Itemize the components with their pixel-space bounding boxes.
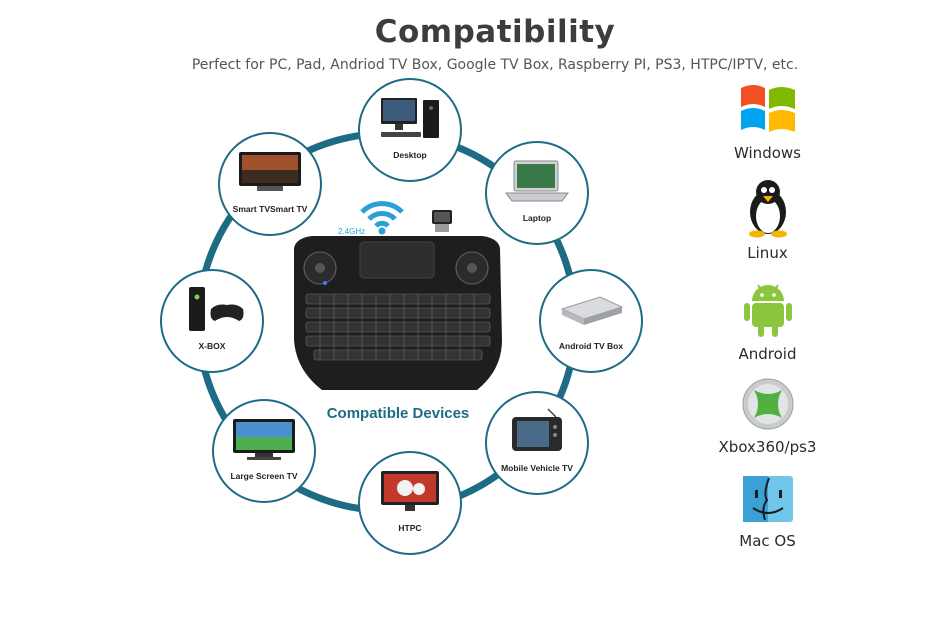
device-node-desktop: Desktop — [358, 78, 462, 182]
os-label: Windows — [734, 144, 801, 162]
desktop-icon — [381, 98, 439, 138]
vehicle-tv-icon — [512, 408, 562, 451]
device-node-large-screen-tv: Large Screen TV — [212, 399, 316, 503]
keyboard-icon — [294, 201, 502, 390]
device-node-htpc: HTPC — [358, 451, 462, 555]
device-node-android-tv-box: Android TV Box — [539, 269, 643, 373]
laptop-icon — [505, 160, 569, 202]
os-item-xbox: Xbox360/ps3 — [705, 376, 830, 456]
device-node-mobile-vehicle-tv: Mobile Vehicle TV — [485, 391, 589, 495]
device-label: Laptop — [522, 213, 552, 223]
usb-dongle-icon — [432, 210, 452, 232]
windows-logo-icon — [740, 85, 795, 132]
os-label: Xbox360/ps3 — [718, 438, 817, 456]
page-title: Compatibility — [374, 14, 616, 50]
android-robot-icon — [743, 284, 792, 337]
linux-penguin-icon — [748, 180, 787, 238]
device-label: Mobile Vehicle TV — [501, 463, 573, 473]
xbox-console-icon — [189, 287, 244, 331]
os-item-mac: Mac OS — [705, 472, 830, 550]
device-label: X-BOX — [198, 341, 226, 351]
os-label: Android — [738, 345, 797, 363]
device-label: Desktop — [393, 150, 427, 160]
mac-finder-icon — [742, 476, 793, 522]
device-node-laptop: Laptop — [485, 141, 589, 245]
xbox-orb-icon — [742, 378, 793, 430]
device-label: HTPC — [398, 523, 422, 533]
device-label: Smart TVSmart TV — [232, 204, 308, 214]
os-label: Linux — [747, 244, 788, 262]
tv-box-icon — [560, 296, 624, 325]
os-label: Mac OS — [739, 532, 796, 550]
device-node-xbox: X-BOX — [160, 269, 264, 373]
keyboard-illustration — [282, 190, 502, 430]
frequency-label: 2.4GHz — [338, 227, 366, 236]
device-label: Large Screen TV — [230, 471, 298, 481]
os-item-windows: Windows — [705, 80, 830, 162]
device-node-smart-tv: Smart TVSmart TV — [218, 132, 322, 236]
os-item-linux: Linux — [705, 176, 830, 262]
os-item-android: Android — [705, 281, 830, 363]
wifi-icon — [360, 201, 404, 235]
large-tv-icon — [233, 419, 295, 460]
center-label: Compatible Devices — [326, 405, 470, 422]
htpc-icon — [381, 471, 439, 511]
page-subtitle: Perfect for PC, Pad, Andriod TV Box, Goo… — [191, 57, 799, 73]
device-label: Android TV Box — [558, 341, 624, 351]
smart-tv-icon — [239, 152, 301, 191]
